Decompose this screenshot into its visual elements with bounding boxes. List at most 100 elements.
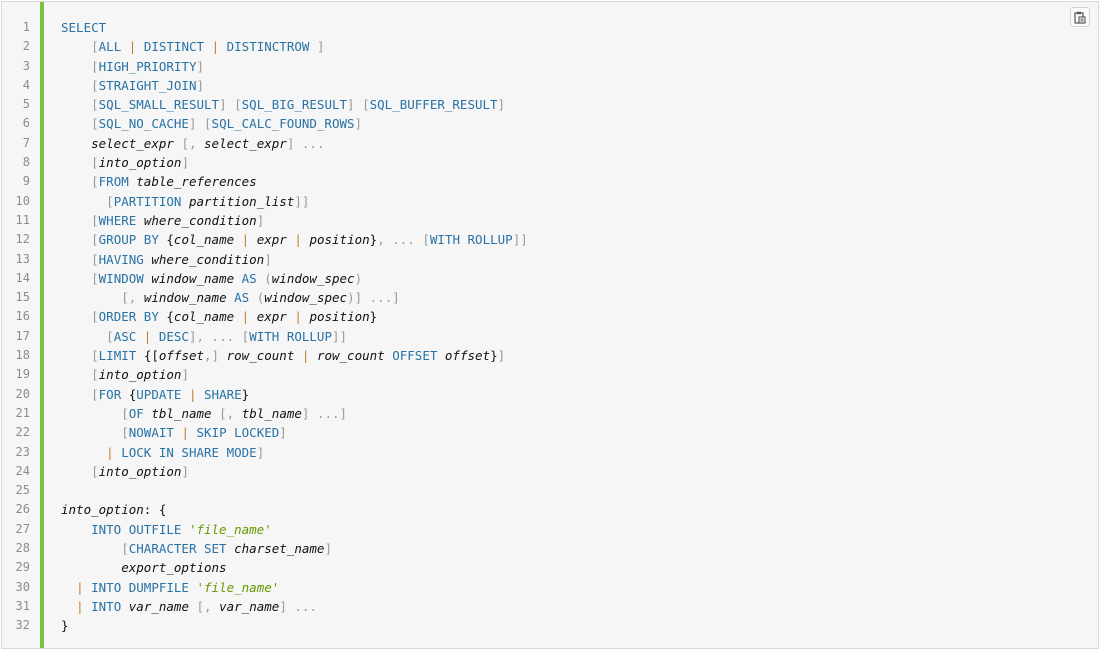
code-text: INTO OUTFILE 'file_name' bbox=[61, 520, 272, 539]
code-token: select_expr bbox=[204, 135, 287, 151]
code-token bbox=[197, 387, 205, 402]
code-line: 24 [into_option] bbox=[2, 462, 1098, 481]
code-line: 9 [FROM table_references bbox=[2, 172, 1098, 191]
code-text: select_expr [, select_expr] ... bbox=[61, 134, 324, 153]
line-number: 16 bbox=[15, 309, 30, 324]
code-token bbox=[61, 464, 91, 479]
code-token: [ bbox=[241, 328, 250, 344]
code-token bbox=[61, 271, 91, 286]
code-token bbox=[309, 348, 317, 363]
code-token: | bbox=[294, 309, 302, 325]
code-token: SHARE bbox=[204, 386, 242, 402]
code-token: ]] bbox=[294, 193, 310, 209]
line-number: 18 bbox=[15, 348, 30, 363]
code-token: row_count bbox=[226, 348, 295, 364]
code-token bbox=[136, 290, 144, 305]
code-token bbox=[181, 522, 189, 537]
line-number: 11 bbox=[15, 212, 30, 227]
copy-button[interactable] bbox=[1070, 7, 1090, 27]
code-token bbox=[61, 59, 91, 74]
code-token: [ bbox=[91, 367, 99, 383]
code-text: [HAVING where_condition] bbox=[61, 250, 272, 269]
code-token bbox=[181, 387, 189, 402]
code-token: } bbox=[490, 348, 498, 364]
code-token bbox=[309, 39, 317, 54]
code-token bbox=[61, 406, 121, 421]
code-line: 3 [HIGH_PRIORITY] bbox=[2, 57, 1098, 76]
code-token: ] bbox=[354, 116, 363, 132]
code-token: OF bbox=[128, 405, 144, 421]
code-token: STRAIGHT_JOIN bbox=[98, 77, 197, 93]
code-token: ] bbox=[497, 97, 506, 113]
code-token: ] bbox=[316, 39, 325, 55]
code-token: where_condition bbox=[143, 212, 257, 228]
code-token: | bbox=[241, 232, 250, 248]
code-token: LOCK IN SHARE MODE bbox=[121, 444, 257, 460]
code-text: [FOR {UPDATE | SHARE} bbox=[61, 385, 249, 404]
code-line: 31 | INTO var_name [, var_name] ... bbox=[2, 597, 1098, 616]
code-token: position bbox=[309, 232, 370, 248]
line-number: 28 bbox=[15, 541, 30, 556]
code-token bbox=[355, 97, 363, 112]
code-token: ] bbox=[256, 212, 265, 228]
code-token bbox=[189, 580, 197, 595]
code-token bbox=[61, 252, 91, 267]
code-token: window_name bbox=[151, 270, 235, 286]
code-token: ) bbox=[354, 270, 363, 286]
code-token: | bbox=[106, 444, 114, 460]
code-token: ] bbox=[264, 251, 272, 267]
code-token bbox=[136, 329, 144, 344]
line-number: 29 bbox=[15, 560, 30, 575]
code-token bbox=[61, 174, 91, 189]
code-token: {[ bbox=[143, 348, 159, 364]
code-line: 20 [FOR {UPDATE | SHARE} bbox=[2, 385, 1098, 404]
code-token bbox=[234, 271, 242, 286]
code-text: [FROM table_references bbox=[61, 172, 257, 191]
code-token: [ bbox=[91, 212, 99, 228]
code-line: 4 [STRAIGHT_JOIN] bbox=[2, 76, 1098, 95]
line-number: 15 bbox=[15, 290, 30, 305]
code-token: ] bbox=[279, 598, 287, 614]
code-token: table_references bbox=[136, 174, 257, 190]
line-number: 3 bbox=[22, 58, 30, 73]
code-token bbox=[61, 580, 76, 595]
code-token: [ bbox=[362, 97, 370, 113]
code-token: [ bbox=[121, 425, 129, 441]
code-token: expr bbox=[256, 232, 287, 248]
code-token bbox=[61, 194, 106, 209]
code-token: tbl_name bbox=[241, 405, 302, 421]
code-token: [, bbox=[196, 598, 212, 614]
code-token: ]] bbox=[512, 232, 528, 248]
code-line: 21 [OF tbl_name [, tbl_name] ...] bbox=[2, 404, 1098, 423]
code-text: [NOWAIT | SKIP LOCKED] bbox=[61, 423, 287, 442]
code-token bbox=[61, 541, 121, 556]
code-token bbox=[234, 406, 242, 421]
code-token bbox=[61, 232, 91, 247]
code-token bbox=[61, 116, 91, 131]
code-token: [ bbox=[91, 155, 99, 171]
code-token: { bbox=[166, 309, 174, 325]
code-line: 25 bbox=[2, 481, 1098, 500]
code-token: [, bbox=[219, 405, 235, 421]
code-token bbox=[227, 541, 235, 556]
code-token: AS bbox=[241, 270, 257, 286]
line-number: 2 bbox=[22, 39, 30, 54]
line-number: 8 bbox=[22, 155, 30, 170]
code-token bbox=[61, 522, 91, 537]
code-token: 'file_name' bbox=[196, 579, 280, 595]
code-token: ,] bbox=[204, 348, 220, 364]
code-text: [STRAIGHT_JOIN] bbox=[61, 76, 204, 95]
code-token: 'file_name' bbox=[188, 521, 272, 537]
code-token: [ bbox=[106, 328, 114, 344]
line-number: 5 bbox=[22, 97, 30, 112]
code-token: | bbox=[188, 386, 197, 402]
code-token: [ bbox=[91, 232, 99, 248]
code-token: [ bbox=[204, 116, 212, 132]
line-number: 17 bbox=[15, 328, 30, 343]
line-number: 20 bbox=[15, 386, 30, 401]
code-token: WINDOW bbox=[98, 270, 144, 286]
code-token: | bbox=[76, 579, 84, 595]
code-token: ] bbox=[181, 155, 189, 171]
code-text: [WHERE where_condition] bbox=[61, 211, 264, 230]
code-text: | LOCK IN SHARE MODE] bbox=[61, 443, 264, 462]
